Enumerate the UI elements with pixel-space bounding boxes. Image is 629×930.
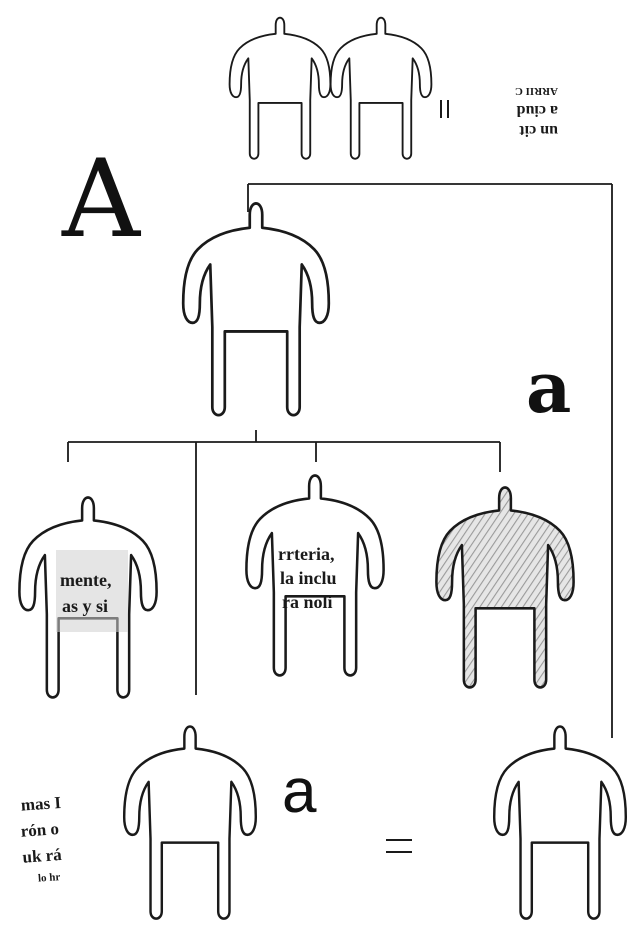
clip-line: a ciud — [517, 102, 558, 119]
clip-line: rrteria, — [278, 544, 334, 564]
bottom-row — [124, 727, 626, 919]
clip-line: ra noli — [282, 592, 333, 612]
figure-bottom-right — [494, 727, 626, 919]
clip-line: rón o — [20, 819, 59, 841]
figure-bottom-left — [124, 727, 256, 919]
clip-line: as y si — [62, 596, 108, 616]
small-letter-a-serif: a — [526, 346, 571, 429]
figure-top-left — [230, 18, 331, 159]
clipping-figure-2: rrteria, la inclu ra noli — [278, 544, 337, 612]
top-couple — [230, 18, 432, 159]
capital-letter-a: A — [61, 137, 142, 262]
equals-sign-bottom — [386, 840, 412, 852]
equals-sign-top — [441, 100, 448, 118]
figure-parent — [183, 203, 329, 415]
clip-line: ARRII C — [515, 85, 558, 97]
clipping-bottom-left: mas I rón o uk rá lo hr — [18, 793, 67, 886]
clip-line: mente, — [60, 570, 111, 590]
clip-line: lo hr — [38, 871, 61, 885]
figure-child-3-shaded — [436, 487, 573, 687]
clip-line: mas I — [20, 793, 62, 815]
clip-line: la inclu — [280, 568, 337, 588]
figure-top-right — [331, 18, 432, 159]
clipping-shade — [56, 550, 128, 632]
clipping-top-right: un cit a ciud ARRII C — [515, 85, 558, 139]
clip-line: un cit — [519, 122, 558, 139]
small-letter-a-sans: a — [282, 757, 317, 826]
connector-lines — [68, 184, 612, 738]
clip-line: uk rá — [22, 845, 63, 867]
